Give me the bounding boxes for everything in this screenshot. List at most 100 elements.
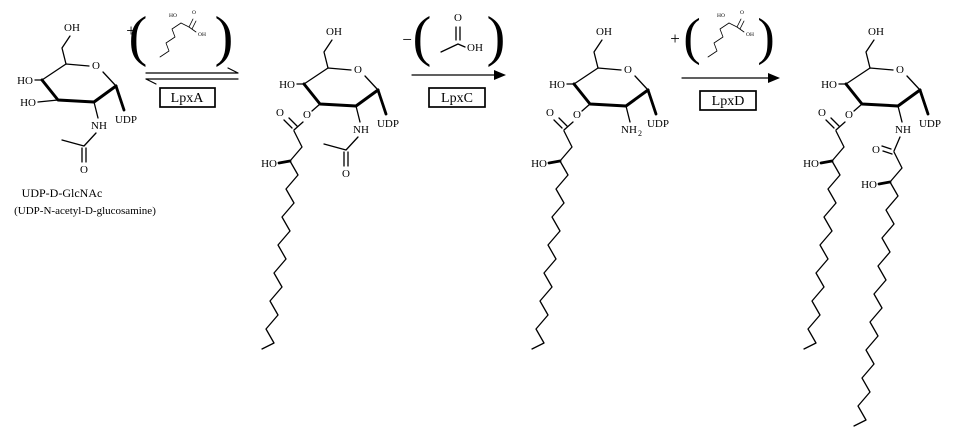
- m4-ring-bonds: [845, 67, 921, 91]
- m3-udp-label: UDP: [647, 118, 669, 130]
- close-paren-1: ): [215, 6, 234, 68]
- lpxc-arrowhead: [494, 70, 506, 80]
- acp1-chain: [159, 22, 182, 58]
- lpxa-step: LpxA: [145, 67, 239, 108]
- m3-ring-oxygen-label: O: [624, 64, 632, 76]
- close-paren-3: ): [757, 9, 774, 66]
- plus-sign-2: +: [670, 29, 680, 48]
- m1-caption-fullname: (UDP-N-acetyl-D-glucosamine): [14, 205, 156, 217]
- m3-chain-oh-wedge: [547, 159, 562, 165]
- m2-acetyl-o-label: O: [342, 168, 350, 180]
- lpxd-step: LpxD: [681, 73, 780, 111]
- m2-chain-oh-wedge: [277, 159, 292, 165]
- m1-oh-top-label: OH: [64, 22, 80, 34]
- m3-udp-bond: [646, 88, 658, 116]
- lpxa-box: [159, 87, 216, 108]
- acp2-chain: [707, 22, 730, 58]
- m4-ho-c4-label: HO: [821, 79, 837, 91]
- m2-ring-front-bonds: [302, 82, 380, 108]
- m4-nh-label: NH: [895, 124, 911, 136]
- m2-ester-o-label: O: [303, 109, 311, 121]
- m4-chain-oh-wedge: [819, 159, 834, 165]
- acp1-o-label: O: [192, 10, 196, 16]
- m3-ch2oh-bond: [593, 39, 603, 69]
- m3-nh2-subscript: 2: [638, 129, 642, 138]
- acp2-carbonyl-bond: [728, 22, 745, 33]
- m4-ring-oxygen-label: O: [896, 64, 904, 76]
- m3-acyl-chain: [531, 130, 573, 350]
- acp2-double-bond: [736, 18, 745, 30]
- m1-ch2oh-bond: [61, 35, 71, 65]
- lpxc-box: [428, 87, 486, 108]
- reagent-acyl-acp-2: + ( ) HO O OH: [670, 9, 774, 66]
- m1-caption-name: UDP-D-GlcNAc: [22, 186, 103, 200]
- m4-nh-bond: [897, 105, 903, 123]
- m2-udp-label: UDP: [377, 118, 399, 130]
- acp2-o-label: O: [740, 10, 744, 16]
- m4-acyl-chain: [803, 130, 845, 350]
- m1-udp-bond: [114, 84, 126, 112]
- acp2-oh-label: OH: [746, 32, 754, 38]
- acp1-ho-label: HO: [169, 13, 177, 19]
- m3-nh2-label: NH: [621, 124, 637, 136]
- byproduct-acetate: − ( ) O OH: [402, 6, 505, 68]
- m4-chain-ho-label: HO: [803, 158, 819, 170]
- m1-ring-bonds: [41, 63, 117, 87]
- molecule-udp-2-3-diacyl-glucosamine: O OH HO O O HO NH O HO UDP: [803, 26, 941, 427]
- acp2-ho-label: HO: [717, 13, 725, 19]
- m3-ring-bonds: [573, 67, 649, 91]
- acetate-bonds: [440, 43, 466, 53]
- m1-udp-label: UDP: [115, 114, 137, 126]
- acp1-oh-label: OH: [198, 32, 206, 38]
- acp1-double-bond: [188, 18, 197, 30]
- acp1-carbonyl-bond: [180, 22, 197, 33]
- lpxd-label: LpxD: [712, 94, 745, 109]
- m1-ho-c4-label: HO: [17, 75, 33, 87]
- open-paren-1: (: [129, 6, 148, 68]
- acetate-double-bond: [455, 26, 461, 41]
- minus-sign: −: [402, 30, 412, 49]
- m3-ring-front-bonds: [572, 82, 650, 108]
- m4-ring-front-bonds: [844, 82, 922, 108]
- m4-oh-top-label: OH: [868, 26, 884, 38]
- lpxc-label: LpxC: [441, 91, 473, 106]
- m1-c3-oh-bond: [37, 99, 59, 103]
- m3-nh2-bond: [625, 105, 631, 123]
- lpxa-label: LpxA: [171, 91, 205, 106]
- m4-amide-double-bond: [881, 145, 893, 155]
- m1-nh-label: NH: [91, 120, 107, 132]
- m4-udp-label: UDP: [919, 118, 941, 130]
- m2-udp-bond: [376, 88, 388, 116]
- m4-chain2-ho-label: HO: [861, 179, 877, 191]
- m4-ch2oh-bond: [865, 39, 875, 69]
- molecule-udp-glcnac: O OH HO HO NH O UDP UDP-D-GlcNAc (UDP-N-…: [14, 22, 156, 217]
- m1-acetyl-double-bond: [81, 147, 87, 163]
- m4-chain2-oh-wedge: [877, 180, 892, 186]
- m1-nh-bond: [93, 101, 99, 119]
- m2-ester-o-bonds: [293, 103, 321, 131]
- m1-acetyl-bonds: [61, 132, 97, 147]
- m2-chain-ho-label: HO: [261, 158, 277, 170]
- reagent-acyl-acp-1: + ( ) HO O OH: [126, 6, 233, 68]
- m3-chain-ho-label: HO: [531, 158, 547, 170]
- m2-ho-c4-label: HO: [279, 79, 295, 91]
- m1-ring-oxygen-label: O: [92, 60, 100, 72]
- equilibrium-arrow-bottom: [145, 78, 239, 85]
- open-paren-2: (: [413, 6, 432, 68]
- m4-carbonyl-double-bond: [825, 117, 840, 129]
- m4-amide-bond: [893, 136, 901, 152]
- m4-udp-bond: [918, 88, 930, 116]
- m3-ester-o-label: O: [573, 109, 581, 121]
- m4-ester-o-bonds: [835, 103, 863, 131]
- m2-ch2oh-bond: [323, 39, 333, 69]
- m4-n-acyl-chain: [853, 151, 903, 427]
- m2-oh-top-label: OH: [326, 26, 342, 38]
- m2-acetyl-bonds: [323, 136, 359, 151]
- acetate-oh-label: OH: [467, 42, 483, 54]
- m2-ring-bonds: [303, 67, 379, 91]
- open-paren-3: (: [683, 9, 700, 66]
- m3-carbonyl-double-bond: [553, 117, 568, 129]
- lpxc-step: LpxC: [411, 70, 506, 108]
- m2-acyl-chain: [261, 130, 303, 350]
